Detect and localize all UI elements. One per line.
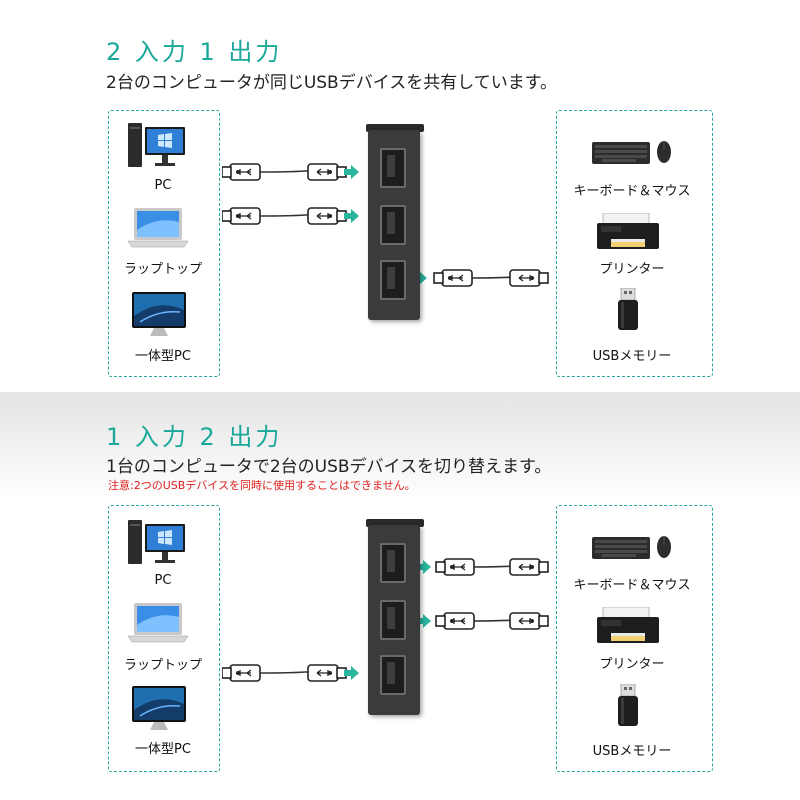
usb-port bbox=[380, 205, 406, 245]
usb-switch-hub bbox=[368, 130, 420, 320]
section2-title: 1 入力 2 出力 bbox=[106, 423, 283, 451]
label-pc: PC bbox=[154, 573, 172, 588]
usb-cable-icon bbox=[222, 163, 549, 287]
section2-computers-box bbox=[108, 505, 220, 772]
usb-port bbox=[380, 600, 406, 640]
usb-port bbox=[380, 260, 406, 300]
label-laptop: ラップトップ bbox=[123, 262, 202, 277]
section1-computers-box bbox=[108, 110, 220, 377]
label-laptop: ラップトップ bbox=[123, 658, 202, 673]
usb-stick-icon bbox=[618, 684, 639, 727]
printer-icon bbox=[597, 607, 660, 644]
keyboard-mouse-icon bbox=[592, 535, 672, 560]
switch-top-cap bbox=[366, 519, 424, 527]
desktop-pc-icon bbox=[128, 520, 185, 564]
section-divider-band bbox=[0, 392, 800, 502]
laptop-icon bbox=[128, 603, 189, 643]
label-keyboard-mouse: キーボード＆マウス bbox=[573, 184, 691, 199]
section1-devices-box bbox=[556, 110, 713, 377]
label-pc: PC bbox=[154, 178, 172, 193]
label-all-in-one: 一体型PC bbox=[135, 349, 191, 364]
all-in-one-pc-icon bbox=[132, 292, 187, 337]
label-printer: プリンター bbox=[599, 657, 665, 672]
label-usb-memory: USBメモリー bbox=[592, 744, 672, 759]
section2-devices-box bbox=[556, 505, 713, 772]
section1-subtitle: 2台のコンピュータが同じUSBデバイスを共有しています。 bbox=[106, 73, 557, 93]
section2-subtitle: 1台のコンピュータで2台のUSBデバイスを切り替えます。 bbox=[106, 457, 552, 477]
laptop-icon bbox=[128, 208, 189, 248]
usb-port bbox=[380, 543, 406, 583]
label-keyboard-mouse: キーボード＆マウス bbox=[573, 578, 691, 593]
usb-port bbox=[380, 655, 406, 695]
section2-note: 注意:2つのUSBデバイスを同時に使用することはできません。 bbox=[108, 479, 416, 492]
usb-stick-icon bbox=[618, 288, 639, 331]
usb-cable-icon bbox=[222, 558, 549, 682]
label-all-in-one: 一体型PC bbox=[135, 742, 191, 757]
printer-icon bbox=[597, 213, 660, 250]
switch-top-cap bbox=[366, 124, 424, 132]
usb-switch-hub bbox=[368, 525, 420, 715]
label-usb-memory: USBメモリー bbox=[592, 349, 672, 364]
label-printer: プリンター bbox=[599, 262, 665, 277]
usb-port bbox=[380, 148, 406, 188]
desktop-pc-icon bbox=[128, 123, 185, 167]
keyboard-mouse-icon bbox=[592, 140, 672, 165]
section1-title: 2 入力 1 出力 bbox=[106, 38, 283, 66]
all-in-one-pc-icon bbox=[132, 686, 187, 731]
